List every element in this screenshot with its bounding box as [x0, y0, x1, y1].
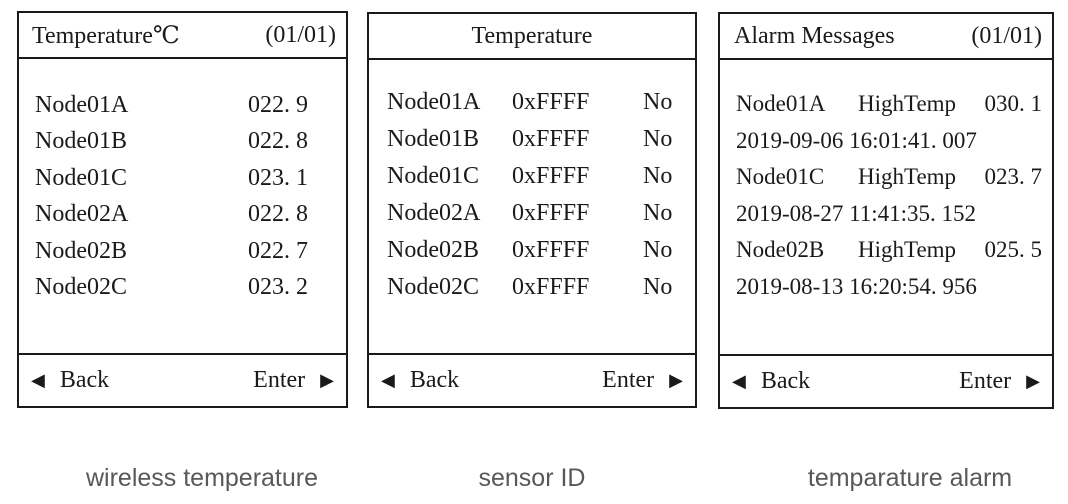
alarm-row: Node01C HighTemp 023. 7 [720, 159, 1052, 196]
alarm-row: Node01A HighTemp 030. 1 [720, 86, 1052, 123]
temperature-value: 023. 2 [248, 274, 308, 301]
node-name: Node02B [387, 237, 479, 263]
page-title: Temperature℃ [32, 22, 180, 49]
panel-header: Alarm Messages (01/01) [720, 14, 1052, 60]
alarm-list: Node01A HighTemp 030. 1 2019-09-06 16:01:41… [720, 60, 1052, 354]
alarm-flag: No [643, 89, 673, 115]
enter-button[interactable]: Enter ▶ [602, 367, 683, 394]
node-name: Node01C [736, 164, 825, 190]
panel-caption-wireless-temperature: wireless temperature [85, 464, 319, 492]
alarm-flag: No [643, 237, 673, 263]
table-row: Node02A 0xFFFF No [369, 195, 695, 232]
back-button-label: Back [59, 367, 110, 393]
table-row: Node01A 0xFFFF No [369, 84, 695, 121]
node-name: Node02B [35, 237, 127, 264]
node-name: Node01B [35, 128, 127, 155]
panel-header: Temperature [369, 14, 695, 60]
table-row: Node02B 0xFFFF No [369, 232, 695, 269]
alarm-messages-screen-panel: Alarm Messages (01/01) Node01A HighTemp 03… [718, 12, 1054, 409]
temperature-value: 022. 8 [248, 201, 308, 228]
node-name: Node02C [387, 274, 479, 300]
enter-button[interactable]: Enter ▶ [959, 368, 1040, 395]
panel-caption-sensor-id: sensor ID [478, 464, 586, 492]
sensor-id-value: 0xFFFF [512, 89, 590, 115]
alarm-timestamp-row: 2019-09-06 16:01:41. 007 [720, 123, 1052, 160]
alarm-value: 025. 5 [984, 237, 1043, 263]
table-row: Node01A 022. 9 [19, 87, 346, 124]
page-indicator: (01/01) [265, 21, 336, 48]
back-button-label: Back [760, 368, 811, 394]
node-name: Node01A [736, 91, 826, 117]
node-name: Node01C [35, 164, 127, 191]
right-arrow-icon: ▶ [669, 369, 683, 391]
table-row: Node02A 022. 8 [19, 197, 346, 234]
alarm-flag: No [643, 126, 673, 152]
enter-button-label: Enter [959, 368, 1012, 394]
node-name: Node01B [387, 126, 479, 152]
sensor-id-value: 0xFFFF [512, 200, 590, 226]
alarm-flag: No [643, 200, 673, 226]
alarm-type: HighTemp [858, 164, 957, 190]
page-indicator: (01/01) [971, 22, 1042, 49]
alarm-value: 023. 7 [984, 164, 1043, 190]
panel-footer: ◀ Back Enter ▶ [369, 353, 695, 406]
sensor-id-value: 0xFFFF [512, 126, 590, 152]
node-name: Node02B [736, 237, 825, 263]
node-name: Node02C [35, 274, 127, 301]
left-arrow-icon: ◀ [381, 369, 395, 391]
left-arrow-icon: ◀ [732, 370, 746, 392]
node-name: Node02A [387, 200, 481, 226]
node-name: Node01C [387, 163, 479, 189]
alarm-type: HighTemp [858, 91, 957, 117]
temperature-value: 022. 9 [248, 91, 308, 118]
alarm-value: 030. 1 [984, 91, 1043, 117]
sensor-id-value: 0xFFFF [512, 274, 590, 300]
node-name: Node02A [35, 201, 129, 228]
alarm-row: Node02B HighTemp 025. 5 [720, 232, 1052, 269]
alarm-flag: No [643, 274, 673, 300]
temperature-value: 022. 7 [248, 237, 308, 264]
temperature-value: 022. 8 [248, 128, 308, 155]
alarm-timestamp: 2019-08-13 16:20:54. 956 [736, 273, 977, 299]
alarm-timestamp-row: 2019-08-27 11:41:35. 152 [720, 196, 1052, 233]
table-row: Node01C 0xFFFF No [369, 158, 695, 195]
enter-button[interactable]: Enter ▶ [253, 367, 334, 394]
panel-footer: ◀ Back Enter ▶ [19, 353, 346, 406]
sensor-id-value: 0xFFFF [512, 237, 590, 263]
back-button[interactable]: ◀ Back [381, 367, 459, 394]
page-title: Alarm Messages [734, 22, 895, 49]
alarm-type: HighTemp [858, 237, 957, 263]
alarm-timestamp-row: 2019-08-13 16:20:54. 956 [720, 269, 1052, 306]
panel-footer: ◀ Back Enter ▶ [720, 354, 1052, 407]
table-row: Node02C 023. 2 [19, 270, 346, 307]
table-row: Node02C 0xFFFF No [369, 269, 695, 306]
enter-button-label: Enter [602, 367, 655, 393]
sensor-id-value: 0xFFFF [512, 163, 590, 189]
table-row: Node01B 022. 8 [19, 124, 346, 161]
left-arrow-icon: ◀ [31, 369, 45, 391]
alarm-flag: No [643, 163, 673, 189]
table-row: Node01B 0xFFFF No [369, 121, 695, 158]
panel-header: Temperature℃ (01/01) [19, 13, 346, 59]
node-name: Node01A [35, 91, 129, 118]
panel-caption-temperature-alarm: temparature alarm [807, 464, 1013, 492]
temperature-value: 023. 1 [248, 164, 308, 191]
right-arrow-icon: ▶ [1026, 370, 1040, 392]
page-title: Temperature [471, 22, 593, 49]
back-button-label: Back [409, 367, 460, 393]
right-arrow-icon: ▶ [320, 369, 334, 391]
back-button[interactable]: ◀ Back [732, 368, 810, 395]
back-button[interactable]: ◀ Back [31, 367, 109, 394]
alarm-timestamp: 2019-08-27 11:41:35. 152 [736, 200, 976, 226]
node-name: Node01A [387, 89, 481, 115]
table-row: Node02B 022. 7 [19, 233, 346, 270]
enter-button-label: Enter [253, 367, 306, 393]
table-row: Node01C 023. 1 [19, 160, 346, 197]
alarm-timestamp: 2019-09-06 16:01:41. 007 [736, 127, 977, 153]
